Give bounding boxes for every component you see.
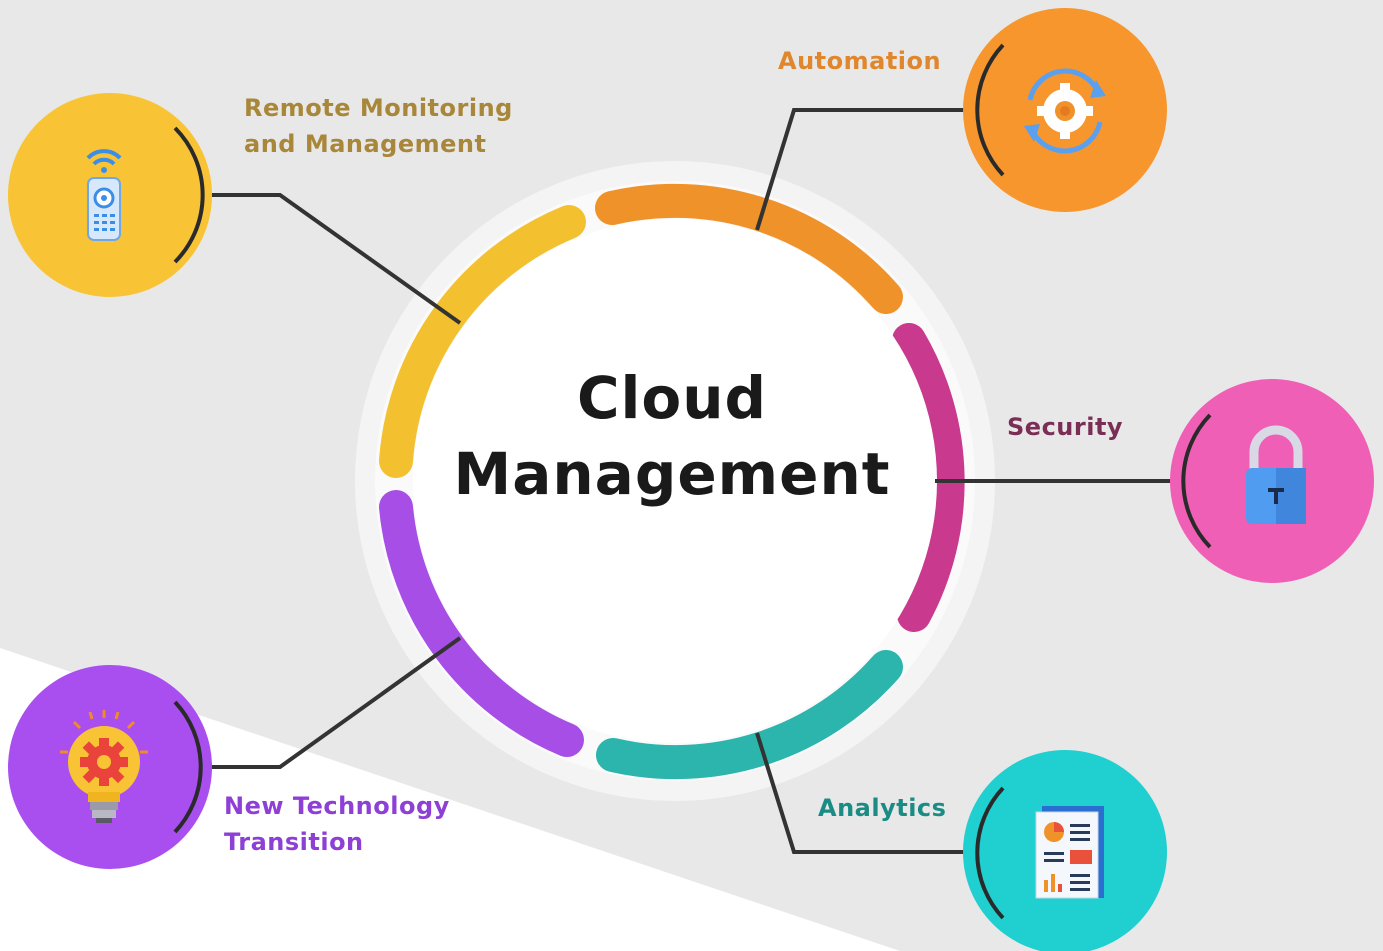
gear-sync-icon: [1024, 68, 1106, 154]
node-automation: [963, 8, 1167, 212]
center-title: Cloud Management: [412, 360, 932, 512]
label-analytics: Analytics: [818, 794, 947, 822]
connector-automation: [755, 108, 972, 231]
node-new-technology: [8, 665, 212, 869]
label-automation: Automation: [778, 47, 942, 75]
label-remote-monitoring: Remote Monitoring and Management: [244, 94, 513, 158]
node-analytics: [963, 750, 1167, 951]
ring-segment-pink: [892, 323, 965, 632]
connector-remote: [205, 193, 462, 325]
connector-analytics: [755, 732, 972, 854]
connector-newtech: [205, 636, 462, 769]
node-security: [1170, 379, 1374, 583]
remote-control-icon: [86, 149, 122, 241]
center-title-line1: Cloud: [576, 364, 768, 432]
node-remote-monitoring: [8, 93, 212, 297]
report-icon: [1035, 806, 1104, 899]
center-title-line2: Management: [453, 440, 891, 508]
lightbulb-gear-icon: [60, 710, 148, 823]
label-new-technology: New Technology Transition: [224, 792, 450, 856]
padlock-icon: [1246, 425, 1306, 524]
label-security: Security: [1007, 413, 1124, 441]
center-circle: [413, 219, 937, 743]
